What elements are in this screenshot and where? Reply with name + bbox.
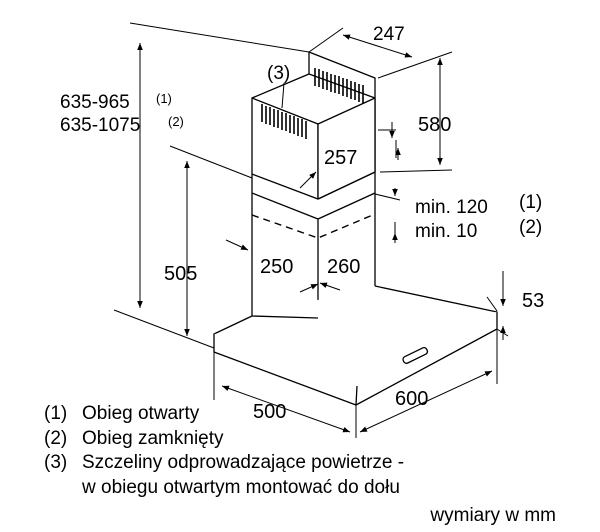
control-panel — [402, 346, 429, 364]
legend-text: Obieg zamknięty — [82, 427, 224, 449]
legend-number: (2) — [44, 427, 68, 449]
dim-min-open-ref: (1) — [519, 192, 542, 213]
dim-canopy-depth: 500 — [253, 401, 286, 423]
lower-chimney-side-face — [251, 174, 319, 318]
dim-chimney-height: 580 — [418, 114, 451, 136]
dim-lower-depth: 250 — [260, 256, 293, 278]
dim-chimney-depth: 257 — [324, 147, 357, 169]
units-note: wymiary w mm — [430, 505, 556, 526]
legend: (1) Obieg otwarty (2) Obieg zamknięty (3) S… — [44, 402, 564, 500]
dim-total-height-closed: 635-1075 — [60, 115, 140, 136]
legend-text: Obieg otwarty — [82, 403, 200, 424]
dim-min-closed: min. 10 — [415, 221, 477, 242]
legend-item: (2) Obieg zamknięty — [44, 427, 564, 452]
dim-canopy-height: 53 — [522, 290, 544, 312]
legend-item: (3) Szczeliny odprowadzające powietrze - — [44, 451, 564, 476]
legend-text: Szczeliny odprowadzające powietrze - — [82, 452, 405, 473]
dim-lower-height: 505 — [164, 263, 197, 285]
dim-total-height-closed-ref: (2) — [168, 114, 184, 129]
legend-continuation: w obiegu otwartym montować do dołu — [82, 476, 400, 498]
dim-lower-width: 260 — [327, 256, 360, 278]
dim-slots-ref: (3) — [267, 63, 290, 84]
dim-min-open: min. 120 — [415, 197, 488, 218]
air-slots-icon — [261, 68, 364, 139]
dim-total-height-open: 635-965 — [60, 92, 130, 113]
legend-number: (1) — [44, 403, 68, 424]
dim-chimney-width: 247 — [373, 24, 405, 45]
hood-body — [213, 51, 498, 406]
dim-min-closed-ref: (2) — [519, 217, 542, 238]
legend-item: (1) Obieg otwarty — [44, 402, 564, 427]
legend-number: (3) — [44, 452, 68, 473]
overlap-line — [251, 213, 376, 239]
dim-total-height-open-ref: (1) — [156, 91, 172, 106]
dimension-lines — [113, 22, 509, 438]
dim-canopy-width: 600 — [395, 388, 428, 410]
